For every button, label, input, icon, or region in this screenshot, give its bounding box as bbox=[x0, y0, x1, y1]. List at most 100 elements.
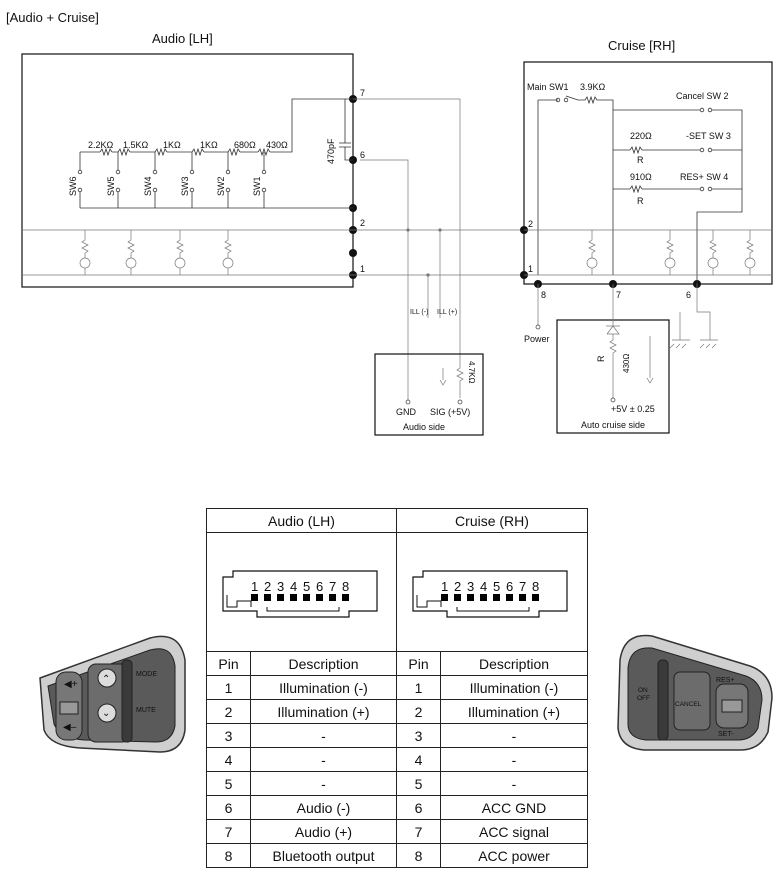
audio-conn-pin-3: 3 bbox=[277, 579, 284, 594]
audio-desc: Illumination (+) bbox=[250, 699, 397, 724]
r220-r-label: R bbox=[637, 155, 644, 165]
audio-side-gnd: GND bbox=[396, 407, 417, 417]
cruise-conn-pin-2: 2 bbox=[454, 579, 461, 594]
audio-desc: Audio (+) bbox=[250, 819, 397, 844]
vol-up-icon: ◀+ bbox=[64, 679, 78, 690]
cruise-conn-pin-8: 8 bbox=[532, 579, 539, 594]
audio-conn-pin-5: 5 bbox=[303, 579, 310, 594]
mute-label: MUTE bbox=[136, 707, 156, 714]
cruise-block-label: Cruise [RH] bbox=[608, 38, 675, 53]
audio-side-sig: SIG (+5V) bbox=[430, 407, 470, 417]
res-label: RES+ bbox=[716, 677, 734, 684]
audio-pin: 8 bbox=[206, 843, 251, 868]
audio-conn-pin-8: 8 bbox=[342, 579, 349, 594]
cruise-desc: ACC GND bbox=[440, 795, 588, 820]
cruise-pin: 2 bbox=[396, 699, 441, 724]
cruise-conn-pin-3: 3 bbox=[467, 579, 474, 594]
audio-col-desc: Description bbox=[250, 651, 397, 676]
cruise-conn-pin-6: 6 bbox=[506, 579, 513, 594]
audio-pin-7: 7 bbox=[360, 88, 365, 98]
cruise-conn-pin-7: 7 bbox=[519, 579, 526, 594]
ill-plus-label: ILL (+) bbox=[437, 309, 457, 316]
cruise-pin: 1 bbox=[396, 675, 441, 700]
left-steering-switch: ◀+ ◀– ⌃ ⌄ MODE MUTE bbox=[39, 635, 186, 753]
audio-pin: 6 bbox=[206, 795, 251, 820]
switch-drops bbox=[79, 152, 353, 209]
res-1k-b: 1KΩ bbox=[200, 140, 218, 150]
cruise-connector-cell: 1 2 3 4 5 6 7 8 bbox=[396, 532, 588, 652]
sw5: SW5 bbox=[106, 176, 116, 196]
cruise-desc: Illumination (+) bbox=[440, 699, 588, 724]
audio-desc: - bbox=[250, 747, 397, 772]
res-1k-a: 1KΩ bbox=[163, 140, 181, 150]
table-row: 7 Audio (+) 7 ACC signal bbox=[206, 819, 588, 844]
audio-connector-icon: 1 2 3 4 5 6 7 8 bbox=[222, 570, 378, 618]
cruise-pin: 8 bbox=[396, 843, 441, 868]
cruise-side-r: R bbox=[596, 355, 606, 362]
audio-pin-1: 1 bbox=[360, 264, 365, 274]
audio-side-box bbox=[374, 353, 484, 436]
res-sw-label: RES+ SW 4 bbox=[680, 172, 728, 182]
main-res-label: 3.9KΩ bbox=[580, 82, 606, 92]
up-chevron-icon: ⌃ bbox=[102, 674, 110, 685]
audio-pin: 5 bbox=[206, 771, 251, 796]
audio-block-label: Audio [LH] bbox=[152, 31, 213, 46]
r910-r-label: R bbox=[637, 196, 644, 206]
cruise-pin-8: 8 bbox=[541, 290, 546, 300]
audio-side-label: Audio side bbox=[403, 422, 445, 432]
audio-pin: 2 bbox=[206, 699, 251, 724]
audio-desc: Audio (-) bbox=[250, 795, 397, 820]
cruise-switch-network bbox=[537, 95, 743, 284]
audio-pin-2: 2 bbox=[360, 218, 365, 228]
cruise-desc: ACC power bbox=[440, 843, 588, 868]
audio-desc: Bluetooth output bbox=[250, 843, 397, 868]
cruise-pin: 7 bbox=[396, 819, 441, 844]
mode-label: MODE bbox=[136, 671, 157, 678]
audio-pin: 4 bbox=[206, 747, 251, 772]
audio-pin: 7 bbox=[206, 819, 251, 844]
cruise-header: Cruise (RH) bbox=[396, 508, 588, 533]
right-steering-switch: ON OFF CANCEL RES+ SET- bbox=[617, 634, 773, 751]
res-1-5k: 1.5KΩ bbox=[123, 140, 149, 150]
table-row: 6 Audio (-) 6 ACC GND bbox=[206, 795, 588, 820]
sw6: SW6 bbox=[68, 176, 78, 196]
table-row: 4 - 4 - bbox=[206, 747, 588, 772]
cruise-pin: 4 bbox=[396, 747, 441, 772]
audio-conn-pin-4: 4 bbox=[290, 579, 297, 594]
cruise-conn-pin-4: 4 bbox=[480, 579, 487, 594]
cruise-pin: 5 bbox=[396, 771, 441, 796]
sw2: SW2 bbox=[216, 176, 226, 196]
audio-pin-6: 6 bbox=[360, 150, 365, 160]
cruise-conn-pin-5: 5 bbox=[493, 579, 500, 594]
power-label: Power bbox=[524, 334, 550, 344]
cruise-desc: Illumination (-) bbox=[440, 675, 588, 700]
vol-down-icon: ◀– bbox=[63, 722, 77, 733]
r910-label: 910Ω bbox=[630, 172, 652, 182]
cruise-side-supply: +5V ± 0.25 bbox=[611, 404, 655, 414]
table-row: 1 Illumination (-) 1 Illumination (-) bbox=[206, 675, 588, 700]
audio-pin: 1 bbox=[206, 675, 251, 700]
off-label: OFF bbox=[637, 695, 650, 702]
pin-table: Audio (LH) Cruise (RH) 1 2 3 4 5 bbox=[206, 508, 588, 868]
cruise-desc: - bbox=[440, 771, 588, 796]
cruise-conn-pin-1: 1 bbox=[441, 579, 448, 594]
on-label: ON bbox=[638, 687, 648, 694]
cruise-desc: - bbox=[440, 747, 588, 772]
table-row: 3 - 3 - bbox=[206, 723, 588, 748]
ill-minus-label: ILL (-) bbox=[410, 309, 428, 316]
sw1: SW1 bbox=[252, 176, 262, 196]
res-680: 680Ω bbox=[234, 140, 256, 150]
table-row: 2 Illumination (+) 2 Illumination (+) bbox=[206, 699, 588, 724]
table-row: 8 Bluetooth output 8 ACC power bbox=[206, 843, 588, 868]
audio-header: Audio (LH) bbox=[206, 508, 397, 533]
cruise-desc: - bbox=[440, 723, 588, 748]
cancel-sw-label: Cancel SW 2 bbox=[676, 91, 729, 101]
cruise-pin-6: 6 bbox=[686, 290, 691, 300]
sw3: SW3 bbox=[180, 176, 190, 196]
cruise-block-frame bbox=[523, 61, 773, 285]
audio-conn-pin-2: 2 bbox=[264, 579, 271, 594]
table-row: 5 - 5 - bbox=[206, 771, 588, 796]
wiring-diagram: [Audio + Cruise] Audio [LH] Cruise [RH] … bbox=[6, 10, 773, 436]
cruise-pin-1: 1 bbox=[528, 264, 533, 274]
audio-conn-pin-7: 7 bbox=[329, 579, 336, 594]
